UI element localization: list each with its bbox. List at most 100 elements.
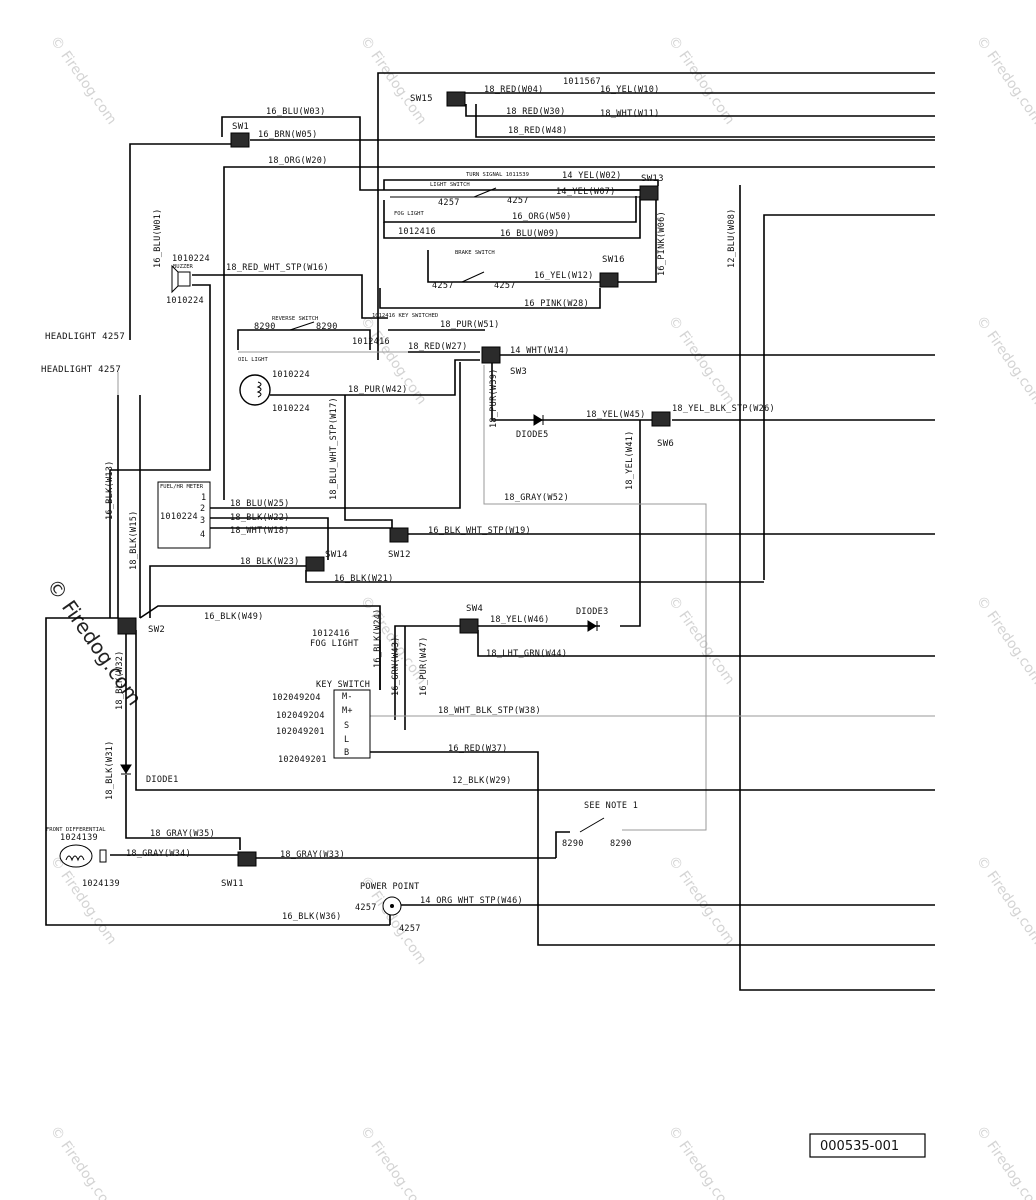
watermark: © Firedog.com <box>973 1123 1036 1200</box>
label-key-pn-1: 1020492O4 <box>272 693 321 703</box>
wire-label: 18_ORG(W20) <box>268 156 328 166</box>
label-fuel-meter: FUEL/HR METER <box>160 484 204 490</box>
wire-label: 18_WHT_BLK_STP(W38) <box>438 706 541 716</box>
label-sw1: SW1 <box>232 122 249 132</box>
component-labels: SW1 SW15 SW13 SW16 SW3 SW6 SW12 SW14 SW2… <box>41 77 899 1154</box>
label-key-pin-l: L <box>344 735 349 745</box>
switch-sw13 <box>639 185 659 201</box>
wire-label: 18_BLK(W32) <box>115 650 125 710</box>
wire-w43 <box>394 625 460 720</box>
watermark: © Firedog.com <box>665 33 738 127</box>
wire-label: 18_RED(W30) <box>506 107 566 117</box>
wire-label: 16_BLK(W24) <box>373 608 383 668</box>
wire-w17 <box>344 395 393 530</box>
label-reverse-switch: REVERSE SWITCH <box>272 316 318 322</box>
watermark: © Firedog.com <box>665 313 738 407</box>
wire-w08 <box>739 185 935 991</box>
wire-w22 <box>210 517 329 560</box>
wire-label: 18_RED(W04) <box>484 85 544 95</box>
switch-sw3 <box>481 346 501 364</box>
label-key-pin-m-plus: M+ <box>342 706 353 716</box>
wire-label: 18_BLK(W31) <box>105 740 115 800</box>
label-note-r: 8290 <box>610 839 632 849</box>
wire-label: 16_BLK(W36) <box>282 912 342 922</box>
fuel-meter-box <box>157 481 211 549</box>
label-diode3: DIODE3 <box>576 607 609 617</box>
diode1-symbol <box>120 764 132 775</box>
wire-label: 16_BLU(W09) <box>500 229 560 239</box>
label-turn-signal: TURN SIGNAL 1011539 <box>466 172 529 178</box>
label-oil-pn-top: 1010224 <box>272 370 310 380</box>
wire-w16 <box>192 274 388 319</box>
label-fuel-pin-1: 1 <box>201 493 206 503</box>
wire-label: 16_BLK(W21) <box>334 574 394 584</box>
wire-label: 18_RED(W48) <box>508 126 568 136</box>
wire-w52 <box>483 365 707 831</box>
label-front-differential: FRONT DIFFERENTIAL <box>46 827 106 833</box>
label-light-l: 4257 <box>438 198 460 208</box>
watermark: © Firedog.com <box>357 1123 430 1200</box>
watermark: © Firedog.com <box>665 1123 738 1200</box>
label-note-l: 8290 <box>562 839 584 849</box>
label-key-switch: KEY SWITCH <box>316 680 370 690</box>
wire-label: 14_ORG_WHT_STP(W46) <box>420 896 523 906</box>
watermark: © Firedog.com <box>47 33 120 127</box>
switch-sw15 <box>446 91 466 107</box>
wire-label: 14_WHT(W14) <box>510 346 570 356</box>
buzzer-cone <box>171 264 179 294</box>
switch-sw6 <box>651 411 671 427</box>
wire-label: 16_BRN(W05) <box>258 130 318 140</box>
wire-label: 18_RED(W27) <box>408 342 468 352</box>
wire-w29 <box>135 630 935 791</box>
diode5-symbol <box>533 414 544 426</box>
wire-w39 <box>491 362 500 421</box>
wire-label: 18_YEL(W41) <box>625 430 635 490</box>
label-fog-light-small: FOG LIGHT <box>394 211 424 217</box>
wire-w12 <box>427 250 600 283</box>
label-light-r: 4257 <box>507 196 529 206</box>
label-sw3: SW3 <box>510 367 527 377</box>
wire-label: 16_BLU(W01) <box>153 208 163 268</box>
label-reverse-r: 8290 <box>316 322 338 332</box>
label-light-switch: LIGHT SWITCH <box>430 182 470 188</box>
label-sw16: SW16 <box>602 255 625 265</box>
label-key-pn-4: 102049201 <box>278 755 327 765</box>
label-fuel-pin-4: 4 <box>200 530 205 540</box>
label-sw14: SW14 <box>325 550 348 560</box>
wire-label: 18_BLU(W25) <box>230 499 290 509</box>
wire-label: 16_BLU(W03) <box>266 107 326 117</box>
watermark-main: © Firedog.com <box>42 574 147 710</box>
watermark: © Firedog.com <box>973 33 1036 127</box>
wire-label: 18_GRAY(W33) <box>280 850 345 860</box>
label-brake-switch: BRAKE SWITCH <box>455 250 495 256</box>
label-buzzer-pn-bot: 1010224 <box>166 296 204 306</box>
label-sw13: SW13 <box>641 174 664 184</box>
front-diff-connector <box>99 849 107 863</box>
watermark: © Firedog.com <box>973 853 1036 947</box>
wire-label: 18_YEL(W45) <box>586 410 646 420</box>
label-pp-l: 4257 <box>355 903 377 913</box>
watermark: © Firedog.com <box>665 853 738 947</box>
wire-label: 16_BLK(W49) <box>204 612 264 622</box>
label-sw15: SW15 <box>410 94 433 104</box>
wire-frame-left <box>45 617 390 926</box>
wire-label: 18_BLK(W15) <box>129 510 139 570</box>
key-switch-box <box>333 689 371 759</box>
label-fog-light: FOG LIGHT <box>310 639 359 649</box>
wire-w31 <box>125 775 241 850</box>
label-key-switched: 1012416 KEY SWITCHED <box>372 313 438 319</box>
label-key-pn-2: 1020492O4 <box>276 711 325 721</box>
wire-w37 <box>370 751 935 946</box>
label-sw11: SW11 <box>221 879 244 889</box>
wire-label: 16_BLK_WHT_STP(W19) <box>428 526 531 536</box>
label-sw6: SW6 <box>657 439 674 449</box>
wire-label: 12_BLU(W08) <box>727 208 737 268</box>
wire-w20 <box>223 166 935 500</box>
label-headlight-1: HEADLIGHT 4257 <box>45 332 125 342</box>
label-oil-light: OIL LIGHT <box>238 357 268 363</box>
switch-group <box>117 91 671 867</box>
wire-label: 18_WHT(W18) <box>230 526 290 536</box>
wire-label: 18_GRAY(W52) <box>504 493 569 503</box>
wire-labels: 16_BLU(W03) 16_BRN(W05) 18_ORG(W20) 16_B… <box>105 85 775 922</box>
wire-w04 <box>377 72 935 360</box>
